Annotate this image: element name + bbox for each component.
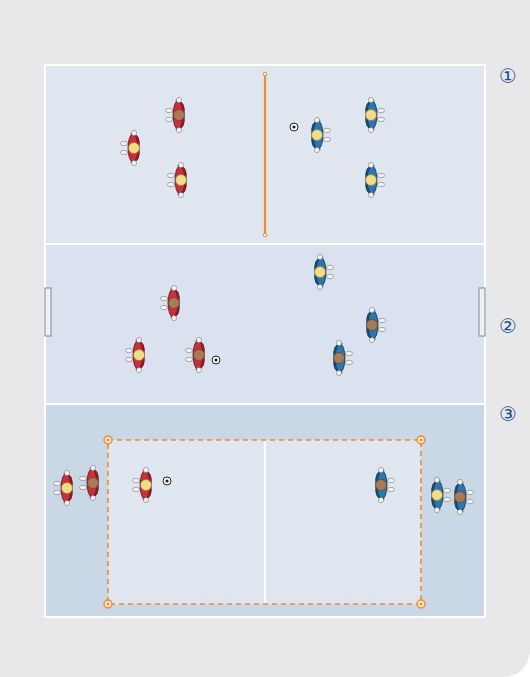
field-panel (45, 65, 485, 244)
callout-number: ② (499, 316, 517, 336)
grid-area (108, 440, 421, 604)
red-player (54, 470, 73, 505)
field-border (45, 65, 485, 617)
blue-player (334, 340, 353, 375)
callout-number: ③ (499, 404, 517, 424)
separating-line (264, 74, 266, 235)
blue-player (312, 117, 331, 152)
mini-goal (45, 288, 51, 336)
red-player (168, 162, 187, 197)
mini-goal (479, 288, 485, 336)
callout-number: ① (499, 66, 517, 86)
halfway-line (264, 440, 266, 604)
cone-grid (108, 440, 421, 604)
blue-player (366, 97, 385, 132)
blue-player (432, 477, 451, 512)
red-player (133, 467, 152, 502)
red-player (161, 285, 180, 320)
cone (104, 600, 112, 608)
cone (417, 436, 425, 444)
panel-divider (45, 243, 485, 245)
blue-player (315, 254, 334, 289)
ball (290, 123, 298, 131)
blue-player (366, 162, 385, 197)
cone (417, 600, 425, 608)
blue-player (455, 479, 474, 514)
field-panel (45, 244, 485, 404)
blue-player (367, 307, 386, 342)
ball (163, 477, 171, 485)
field-panel (45, 404, 485, 617)
cone (104, 436, 112, 444)
ball (212, 356, 220, 364)
red-player (126, 337, 145, 372)
blue-player (376, 467, 395, 502)
red-player (166, 97, 185, 132)
panel-divider (45, 403, 485, 405)
red-player (80, 465, 99, 500)
red-player (186, 337, 205, 372)
red-player (121, 130, 140, 165)
